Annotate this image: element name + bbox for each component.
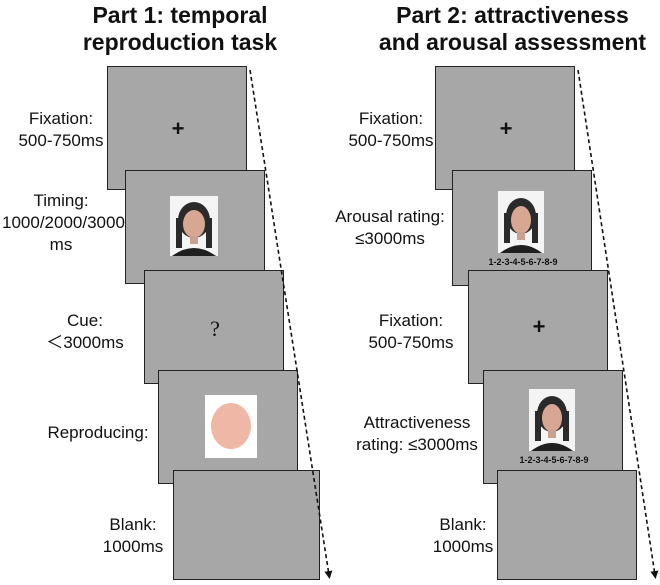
p1-reproducing-screen	[158, 370, 298, 484]
p1-cue-label: Cue: ＜3000ms	[46, 311, 124, 352]
p1-fixation-screen: +	[107, 66, 247, 190]
p2-attractiveness-screen: 1-2-3-4-5-6-7-8-9	[483, 370, 623, 484]
time-arrow-part1	[249, 69, 333, 579]
p2-blank-screen	[497, 470, 637, 580]
rating-scale: 1-2-3-4-5-6-7-8-9	[488, 257, 558, 267]
face-photo	[498, 191, 544, 253]
p2-fixation2-label: Fixation: 500-750ms	[368, 311, 454, 352]
pink-oval	[211, 403, 251, 449]
reproduction-oval-frame	[205, 395, 257, 458]
p2-arousal-screen: 1-2-3-4-5-6-7-8-9	[452, 170, 592, 286]
fixation-cross: +	[499, 116, 513, 141]
part2-title: Part 2: attractiveness and arousal asses…	[378, 2, 647, 55]
p1-reproducing-label: Reproducing:	[47, 423, 149, 442]
question-mark: ?	[210, 316, 220, 341]
part1-title: Part 1: temporal reproduction task	[82, 2, 278, 55]
fixation-cross: +	[171, 116, 185, 141]
p2-blank-label: Blank: 1000ms	[432, 515, 494, 556]
time-arrow-part2	[577, 69, 659, 579]
p1-fixation-label: Fixation: 500-750ms	[18, 109, 104, 150]
p2-attractiveness-label: Attractiveness rating: ≤3000ms	[356, 413, 478, 454]
p1-timing-screen	[125, 170, 265, 284]
rating-scale: 1-2-3-4-5-6-7-8-9	[519, 455, 589, 465]
p2-fixation-screen: +	[435, 66, 575, 190]
face-photo	[170, 196, 218, 256]
p1-timing-label: Timing: 1000/2000/3000 ms	[2, 191, 125, 254]
p1-blank-label: Blank: 1000ms	[102, 515, 164, 556]
p1-blank-screen	[173, 470, 320, 580]
face-photo	[529, 389, 575, 451]
fixation-cross: +	[532, 314, 546, 339]
p2-fixation-label: Fixation: 500-750ms	[348, 109, 434, 150]
p2-arousal-label: Arousal rating: ≤3000ms	[335, 207, 445, 248]
